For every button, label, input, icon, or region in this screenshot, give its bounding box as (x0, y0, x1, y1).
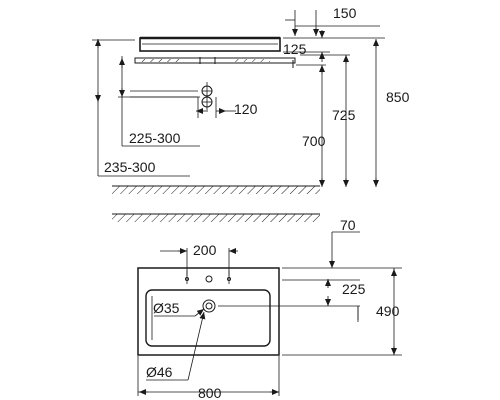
dim-490: 490 (282, 267, 402, 356)
dim-700: 700 (296, 64, 326, 187)
floor-hatch (112, 185, 320, 222)
dim-150-label: 150 (333, 5, 357, 21)
dim-125-label: 125 (283, 41, 307, 57)
dim-diameter-46-label: Ø46 (146, 364, 173, 380)
dim-120-label: 120 (234, 101, 258, 117)
side-view: 150 125 850 725 (92, 5, 410, 222)
dim-800: 800 (137, 356, 280, 400)
dim-225-300-label: 225-300 (129, 130, 181, 146)
dim-225-label: 225 (342, 281, 366, 297)
dim-150: 150 (285, 5, 380, 36)
dim-70-label: 70 (340, 217, 356, 233)
dim-800-label: 800 (198, 385, 222, 400)
dim-490-label: 490 (376, 303, 400, 319)
dim-200-label: 200 (193, 242, 217, 258)
dim-diameter-35-label: Ø35 (153, 300, 180, 316)
basin-side-profile (134, 36, 296, 68)
dim-235-300: 235-300 (92, 39, 190, 177)
dim-235-300-label: 235-300 (104, 159, 156, 175)
dim-diameter-46: Ø46 (146, 311, 206, 381)
dim-70: 70 (329, 217, 360, 268)
dim-850-label: 850 (386, 89, 410, 105)
dim-725: 725 (300, 54, 356, 187)
dim-700-label: 700 (302, 133, 326, 149)
dim-120: 120 (196, 101, 258, 117)
drain (202, 299, 216, 313)
top-view: 200 70 225 490 (137, 217, 402, 400)
dim-225-300: 225-300 (119, 56, 200, 147)
dim-850: 850 (373, 39, 410, 187)
dim-200: 200 (160, 242, 238, 276)
dim-125: 125 (283, 30, 385, 62)
dim-725-label: 725 (332, 107, 356, 123)
waste-outlet (118, 82, 217, 118)
dim-225: 225 (218, 279, 366, 322)
